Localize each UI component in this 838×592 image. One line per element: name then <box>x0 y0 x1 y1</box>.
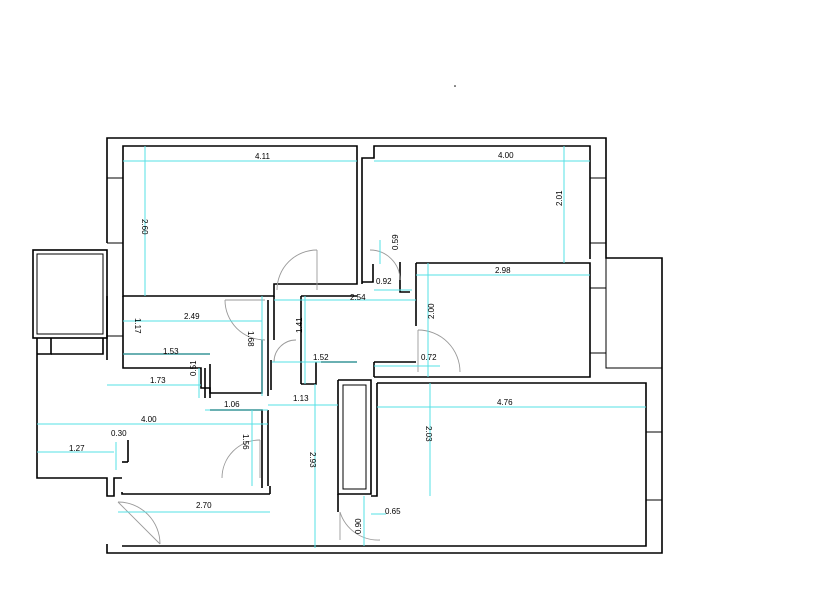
door-swings <box>117 249 461 545</box>
dim-label: 0.72 <box>421 353 437 362</box>
dim-label: 1.56 <box>241 434 250 450</box>
dim-label: 0.51 <box>189 360 198 376</box>
dimension-labels: 4.11 4.00 2.60 2.01 0.59 0.92 2.98 2.54 … <box>69 151 564 534</box>
dim-label: 2.70 <box>196 501 212 510</box>
dim-label: 1.41 <box>295 317 304 333</box>
right-annex <box>605 257 663 369</box>
dim-label: 0.65 <box>385 507 401 516</box>
dim-label: 0.90 <box>354 518 363 534</box>
left-annex <box>32 249 122 497</box>
dim-label: 0.30 <box>111 429 127 438</box>
exterior-walls <box>106 137 663 554</box>
dim-label: 0.92 <box>376 277 392 286</box>
dim-label: 4.00 <box>141 415 157 424</box>
dim-label: 1.53 <box>163 347 179 356</box>
dim-label: 4.76 <box>497 398 513 407</box>
dim-label: 2.01 <box>555 190 564 206</box>
stray-dot <box>454 85 456 87</box>
interior-walls <box>122 295 416 512</box>
dimension-lines <box>37 146 646 548</box>
dim-label: 1.52 <box>313 353 329 362</box>
dim-label: 1.73 <box>150 376 166 385</box>
dim-label: 1.68 <box>246 331 255 347</box>
dim-label: 4.11 <box>255 152 271 161</box>
dim-label: 2.03 <box>424 426 433 442</box>
dim-label: 2.93 <box>308 452 317 468</box>
dim-label: 0.59 <box>391 234 400 250</box>
dim-label: 1.17 <box>133 318 142 334</box>
dim-label: 2.00 <box>427 303 436 319</box>
dim-label: 2.54 <box>350 293 366 302</box>
dim-label: 2.60 <box>140 219 149 235</box>
dim-label: 4.00 <box>498 151 514 160</box>
dim-label: 1.27 <box>69 444 85 453</box>
dim-label: 1.13 <box>293 394 309 403</box>
dim-label: 1.06 <box>224 400 240 409</box>
dim-label: 2.49 <box>184 312 200 321</box>
dim-label: 2.98 <box>495 266 511 275</box>
window-marks <box>107 177 662 501</box>
